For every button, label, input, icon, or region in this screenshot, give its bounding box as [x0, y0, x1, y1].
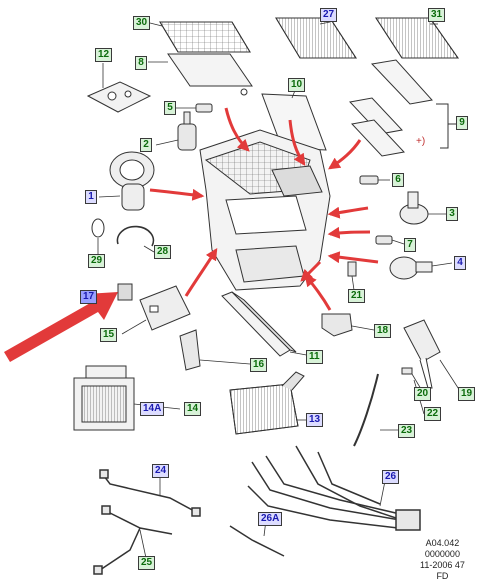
callout-2: 2	[140, 138, 152, 152]
part-2	[177, 111, 197, 151]
callout-10: 10	[288, 78, 306, 92]
callout-17: 17	[80, 290, 98, 304]
callout-30: 30	[133, 16, 151, 30]
clamp-28	[116, 225, 155, 247]
filter-30	[159, 21, 251, 53]
callout-29: 29	[88, 254, 106, 268]
module-15	[139, 285, 191, 331]
bracket-18	[321, 313, 353, 337]
callout-4: 4	[454, 256, 466, 270]
harness-26	[247, 445, 421, 531]
filter-31	[375, 17, 459, 59]
callout-6: 6	[392, 173, 404, 187]
callout-9: 9	[456, 116, 468, 130]
callout-27: 27	[320, 8, 338, 22]
callout-12: 12	[95, 48, 113, 62]
bracket-12	[86, 81, 152, 113]
part-5	[195, 103, 213, 113]
cable-25	[93, 505, 173, 575]
callout-19: 19	[458, 387, 476, 401]
heater-housing	[199, 129, 331, 291]
tube-23	[353, 373, 379, 447]
drawing-code-line: 11-2006 47	[420, 560, 465, 570]
resistor-17	[117, 283, 133, 301]
blower-1	[109, 151, 155, 211]
bracket-21	[347, 261, 357, 277]
cable-24	[99, 469, 201, 517]
drawing-code: A04.042 0000000 11-2006 47 FD	[420, 538, 465, 582]
filter-27	[275, 17, 357, 59]
callout-23: 23	[398, 424, 416, 438]
callout-8: 8	[135, 56, 147, 70]
plus-mark: +)	[416, 136, 426, 147]
sensor-19	[403, 319, 441, 389]
leader-lines	[97, 21, 463, 559]
part-7	[375, 235, 393, 245]
callout-11: 11	[306, 350, 323, 364]
callout-28: 28	[154, 245, 172, 259]
callout-25: 25	[138, 556, 156, 570]
callout-24: 24	[152, 464, 170, 478]
evaporator-14	[73, 365, 135, 431]
cable-26a	[229, 525, 285, 557]
callout-13: 13	[306, 413, 324, 427]
callout-1: 1	[85, 190, 97, 204]
actuator-3	[399, 191, 429, 225]
callout-31: 31	[428, 8, 446, 22]
callout-26: 26	[382, 470, 400, 484]
callout-7: 7	[404, 238, 416, 252]
callout-21: 21	[348, 289, 366, 303]
drawing-code-line: FD	[436, 571, 449, 581]
part-6	[359, 175, 379, 185]
callout-3: 3	[446, 207, 458, 221]
actuator-4	[389, 256, 433, 280]
airflow-arrows	[149, 107, 379, 311]
callout-15: 15	[100, 328, 118, 342]
callout-22: 22	[424, 407, 442, 421]
plate-8	[167, 53, 253, 96]
heater-core-13	[229, 371, 305, 435]
indicator-arrow	[4, 292, 118, 362]
callout-20: 20	[414, 387, 432, 401]
drawing-code-line: A04.042	[425, 538, 460, 548]
link-16	[179, 329, 201, 371]
clip-20	[401, 367, 413, 375]
callout-16: 16	[250, 358, 268, 372]
duct-11	[221, 291, 297, 357]
callout-14a: 14A	[140, 402, 165, 416]
callout-26a: 26A	[258, 512, 283, 526]
callout-18: 18	[374, 324, 392, 338]
ring-29	[91, 218, 105, 238]
callout-5: 5	[164, 101, 176, 115]
drawing-code-line: 0000000	[424, 549, 460, 559]
filter-9	[349, 59, 433, 157]
callout-14: 14	[184, 402, 202, 416]
